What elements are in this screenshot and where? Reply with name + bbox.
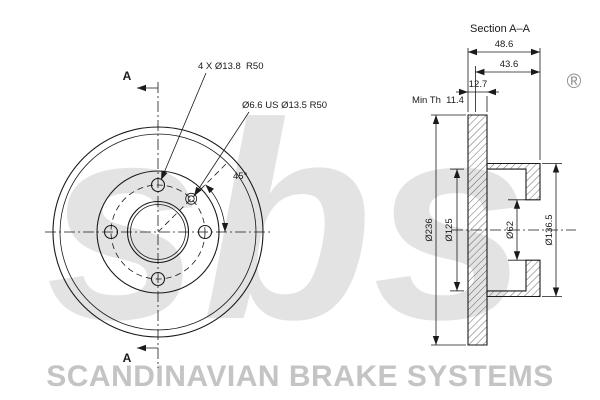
bolt-hole-left [103,224,119,240]
dim-overall-width: 48.6 [495,39,514,50]
hat-circle [96,170,220,294]
bolt-circle [110,184,206,280]
angle-label: 45° [233,171,248,182]
angle-arc [205,184,229,233]
disc-outer-circle [52,126,264,338]
set-screw-callout: Ø6.6 US Ø13.5 R50 [242,100,327,111]
dim-bore-diameter: Ø62 [505,221,516,239]
dim-outer-diameter: Ø236 [424,218,435,241]
dim-hat-depth: 43.6 [500,59,519,70]
disc-edge-circle [59,133,257,331]
section-label-bottom: A [123,351,132,365]
bolt-hole-top [150,177,166,193]
section-title: Section A–A [470,23,531,35]
bolt-hole-leader-line [160,72,207,181]
bolt-hole-right [197,224,213,240]
registered-trademark-icon: ® [567,71,582,93]
sbs-watermark-logo: sbs [46,66,528,378]
dim-min-thickness: Min Th 11.4 [412,95,464,106]
bolt-hole-callout: 4 X Ø13.8 R50 [198,61,263,72]
45deg-radial-line [157,163,227,233]
bolt-hole-bottom [150,271,166,287]
set-screw-leader-line [193,111,250,197]
dim-hat-diameter: Ø136.5 [544,214,555,245]
section-view: Section A–A 48.6 43.6 12.7 Min Th 11.4 Ø… [412,23,576,346]
watermark-layer: sbs ® SCANDINAVIAN BRAKE SYSTEMS [46,66,582,393]
center-bore-circle [130,204,186,260]
section-label-top: A [123,69,132,83]
bore-chamfer-circle [126,200,190,264]
set-screw-countersink [185,192,198,205]
dim-disc-thickness: 12.7 [469,79,488,90]
front-view: 45° A A 4 X Ø13.8 R50 Ø6.6 US Ø13.5 R50 [45,61,327,368]
footer-brand-text: SCANDINAVIAN BRAKE SYSTEMS [46,360,554,393]
dim-recess-diameter: Ø125 [444,218,455,241]
set-screw-hole [187,195,195,203]
